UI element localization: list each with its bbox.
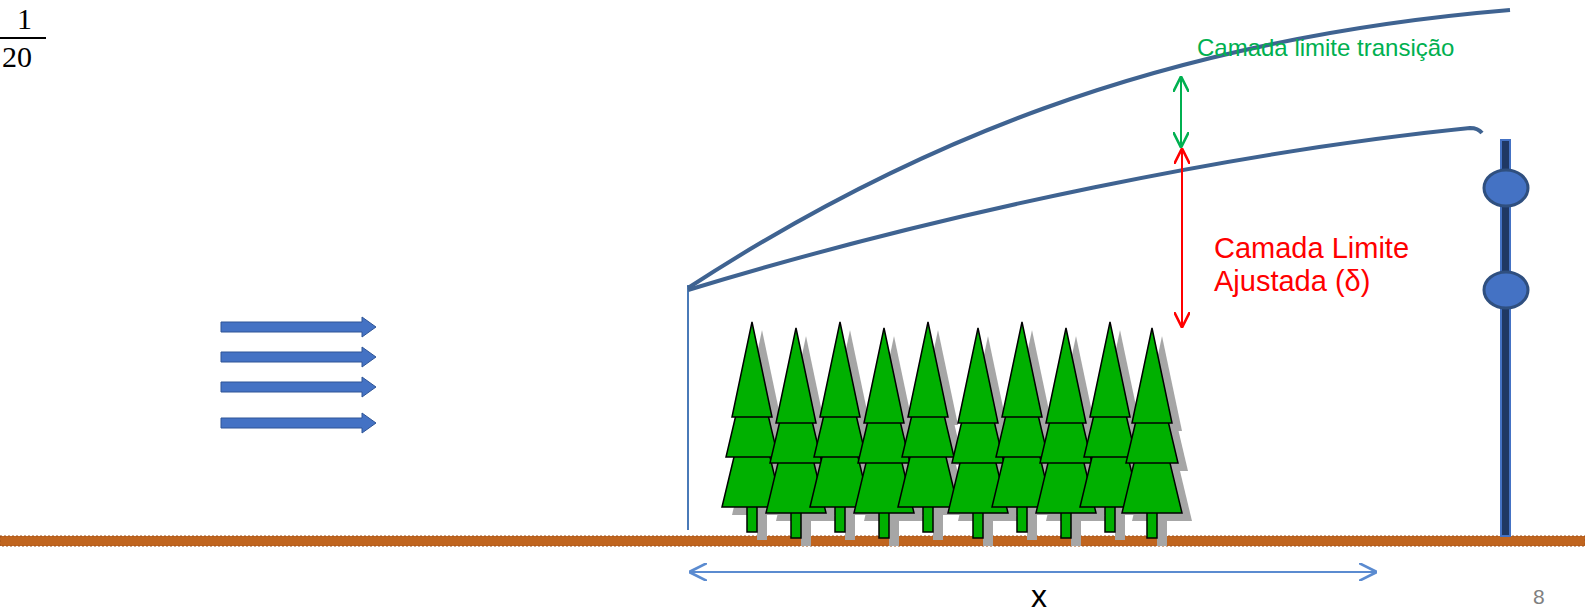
fraction-numerator: 1 xyxy=(17,2,32,37)
tree-part xyxy=(1090,322,1130,417)
tree-part xyxy=(776,328,816,423)
tree-part xyxy=(958,328,998,423)
tree-part xyxy=(1132,328,1172,423)
transition-label: Camada limite transição xyxy=(1197,34,1454,62)
tree-part xyxy=(864,328,904,423)
fraction-bar xyxy=(0,37,46,39)
tree-part xyxy=(1002,322,1042,417)
adjusted-arrow xyxy=(1181,150,1183,326)
dimension-label: x xyxy=(1031,578,1047,615)
page-number: 8 xyxy=(1533,585,1545,609)
transition-arrow xyxy=(1180,78,1182,146)
tree-part xyxy=(1046,328,1086,423)
adjusted-label: Camada Limite Ajustada (δ) xyxy=(1214,232,1464,299)
tree-part xyxy=(820,322,860,417)
sensor xyxy=(1484,272,1528,308)
fraction-denominator: 20 xyxy=(2,40,32,75)
wind-arrows xyxy=(221,317,376,433)
sensor xyxy=(1484,170,1528,206)
start-line xyxy=(687,285,689,530)
tree-part xyxy=(908,322,948,417)
dimension-arrow xyxy=(691,571,1375,573)
tree-part xyxy=(732,322,772,417)
forest xyxy=(722,322,1192,546)
